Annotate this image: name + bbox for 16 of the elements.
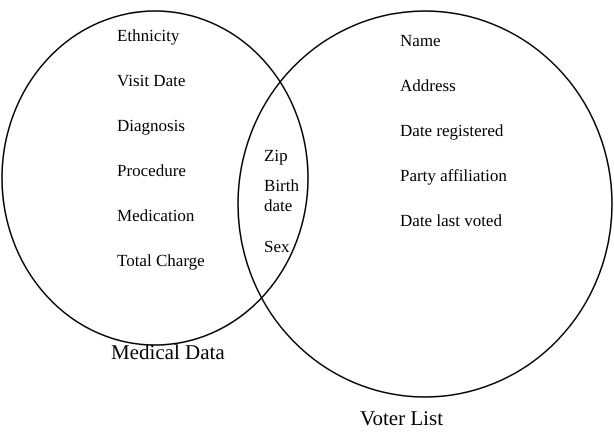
attribute-text: Date last voted	[400, 211, 502, 231]
attribute-text: Total Charge	[117, 251, 205, 271]
attribute-text: Ethnicity	[117, 26, 180, 46]
attribute-text: Zip	[264, 146, 288, 166]
attribute-text: Visit Date	[117, 71, 186, 91]
set-title: Medical Data	[111, 340, 225, 365]
attribute-text: Medication	[117, 206, 194, 226]
attribute-text: Party affiliation	[400, 166, 507, 186]
attribute-text: Sex	[264, 237, 290, 257]
attribute-text: Name	[400, 31, 441, 51]
attribute-text: Procedure	[117, 161, 186, 181]
attribute-text: Birth date	[264, 176, 300, 216]
attribute-text: Diagnosis	[117, 116, 185, 136]
attribute-text: Date registered	[400, 121, 504, 141]
set-title: Voter List	[360, 406, 444, 431]
attribute-text: Address	[400, 76, 456, 96]
